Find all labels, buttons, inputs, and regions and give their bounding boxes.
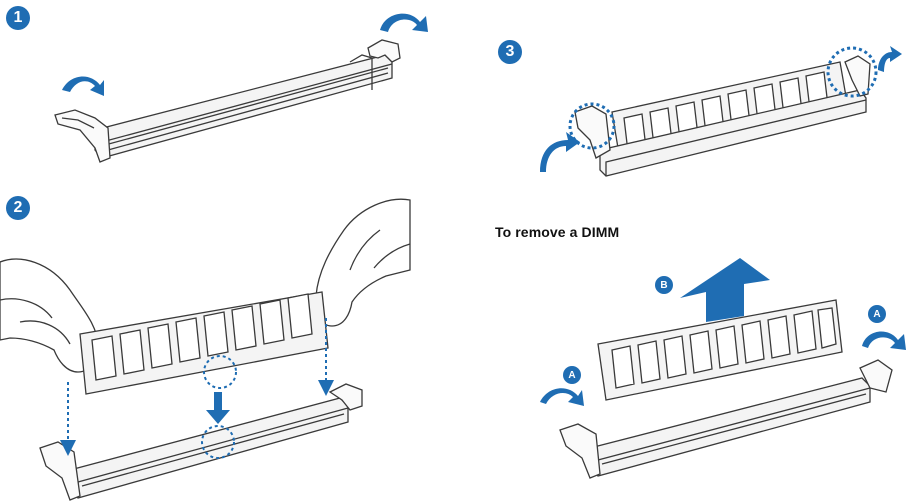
step3-right-latch-highlight [826, 46, 878, 98]
step2-notch-highlight-bottom [201, 425, 235, 459]
step2-dimm-module [79, 291, 329, 395]
step1-right-open-arrow [380, 13, 428, 32]
remove-dimm-slot [559, 359, 893, 479]
remove-step-a-left-badge: A [563, 366, 581, 384]
remove-left-open-arrow [540, 388, 584, 406]
remove-dimm-module [597, 299, 843, 401]
remove-dimm-title: To remove a DIMM [495, 224, 620, 240]
step-3-badge: 3 [498, 40, 522, 64]
remove-step-a-right-badge: A [868, 305, 886, 323]
step2-insert-arrow [206, 392, 230, 424]
step2-hands [0, 198, 411, 373]
step1-left-open-arrow [62, 76, 104, 96]
remove-lift-arrow [680, 258, 770, 322]
step1-dimm-slot [54, 39, 401, 163]
step3-dimm-installed [574, 55, 871, 177]
step3-left-close-arrow [540, 132, 580, 172]
step2-dimm-slot [39, 383, 363, 501]
step2-notch-highlight-top [203, 355, 237, 389]
step-2-badge: 2 [6, 196, 30, 220]
step-1-badge: 1 [6, 6, 30, 30]
step3-left-latch-highlight [568, 102, 616, 150]
remove-right-open-arrow [862, 331, 906, 350]
remove-step-b-badge: B [655, 276, 673, 294]
step3-right-close-arrow [878, 46, 902, 72]
